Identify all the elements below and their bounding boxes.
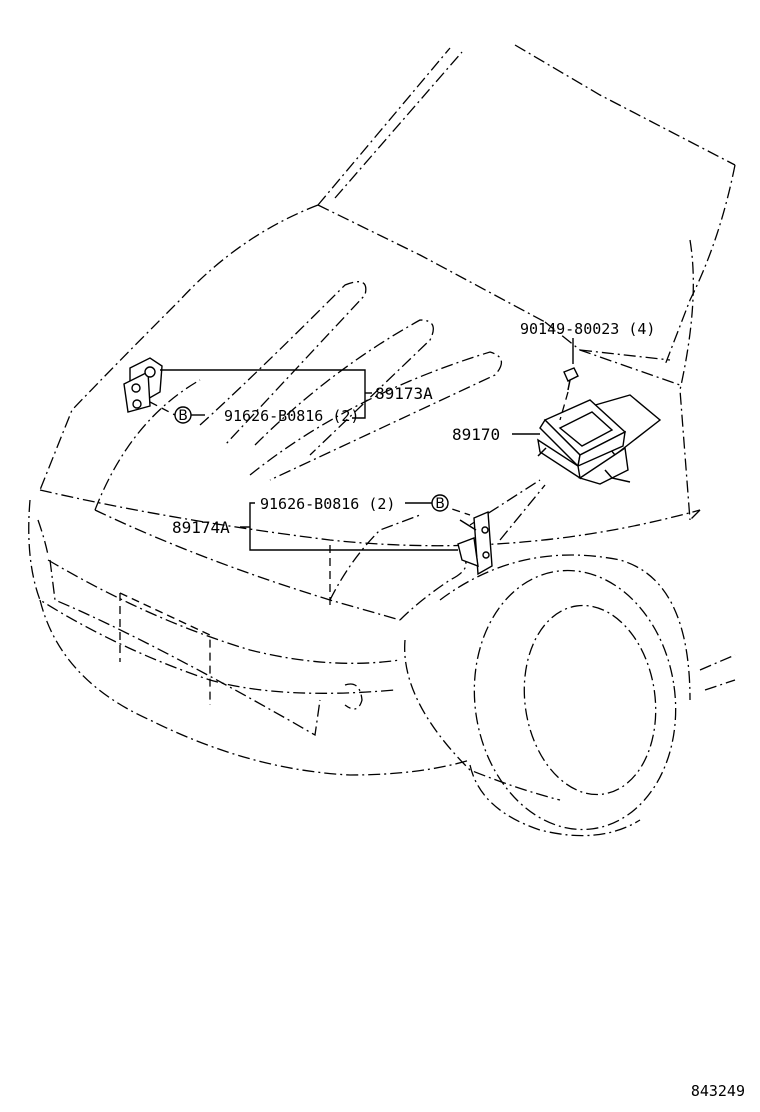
airbag-sensor-assembly	[537, 367, 662, 485]
vehicle-outline	[28, 44, 736, 837]
reference-mark-b-lower: B	[431, 494, 449, 512]
svg-text:B: B	[435, 496, 445, 512]
part-label-91626-lower: 91626-B0816 (2)	[260, 495, 395, 513]
leader-lines	[160, 338, 574, 551]
figure-id: 843249	[691, 1082, 745, 1100]
front-airbag-sensor-rh	[439, 504, 493, 576]
svg-text:B: B	[178, 408, 188, 424]
front-airbag-sensor-lh	[123, 357, 176, 416]
part-label-91626-upper: 91626-B0816 (2)	[224, 407, 359, 425]
part-label-89173a: 89173A	[375, 384, 433, 403]
part-label-89170: 89170	[452, 425, 500, 444]
part-label-89174a: 89174A	[172, 518, 230, 537]
reference-mark-b-upper: B	[174, 406, 192, 424]
part-label-90149: 90149-80023 (4)	[520, 320, 655, 338]
